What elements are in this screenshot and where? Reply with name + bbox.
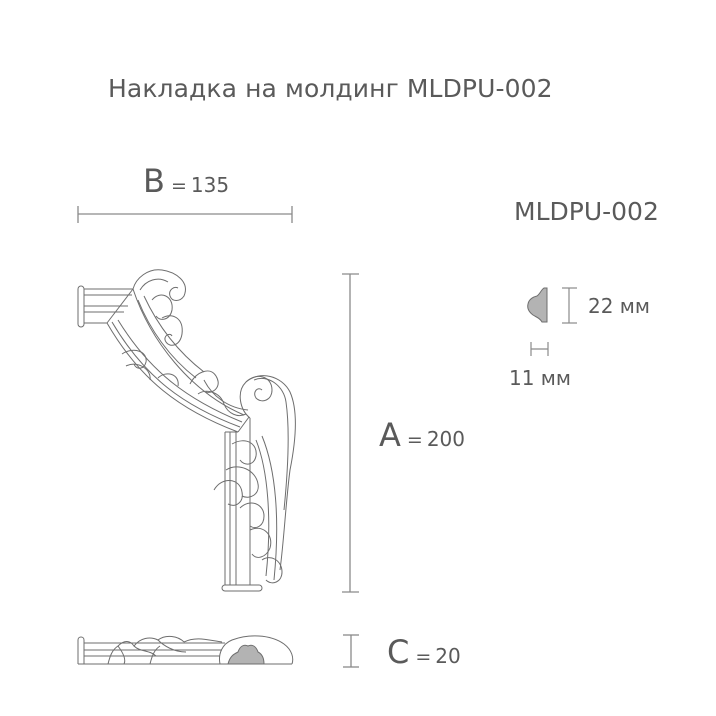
dimension-a-label: A=200 xyxy=(379,416,465,454)
profile-height-label: 22 мм xyxy=(588,294,650,318)
profile-width-label: 11 мм xyxy=(509,366,571,390)
dimension-c-letter: C xyxy=(387,633,410,671)
dimension-a-value: 200 xyxy=(426,427,465,451)
dimension-a-line xyxy=(342,273,359,593)
ornament-front-view xyxy=(77,269,296,592)
ornament-side-view xyxy=(77,635,294,665)
dimension-a-letter: A xyxy=(379,416,401,454)
drawing-title: Накладка на молдинг MLDPU-002 xyxy=(108,74,553,103)
dimension-b-letter: B xyxy=(143,162,165,200)
dimension-c-label: C=20 xyxy=(387,633,461,671)
dimension-c-value: 20 xyxy=(435,644,461,668)
profile-width-dimension xyxy=(530,342,549,356)
dimension-b-value: 135 xyxy=(190,173,230,197)
product-code: MLDPU-002 xyxy=(514,197,659,226)
dimension-c-line xyxy=(343,634,359,668)
profile-section-icon xyxy=(527,287,548,323)
dimension-b-equals: = xyxy=(170,175,187,197)
dimension-c-equals: = xyxy=(415,646,432,668)
profile-height-dimension xyxy=(562,287,577,324)
dimension-b-line xyxy=(77,206,293,223)
dimension-a-equals: = xyxy=(406,429,423,451)
dimension-b-label: B=135 xyxy=(143,162,229,200)
